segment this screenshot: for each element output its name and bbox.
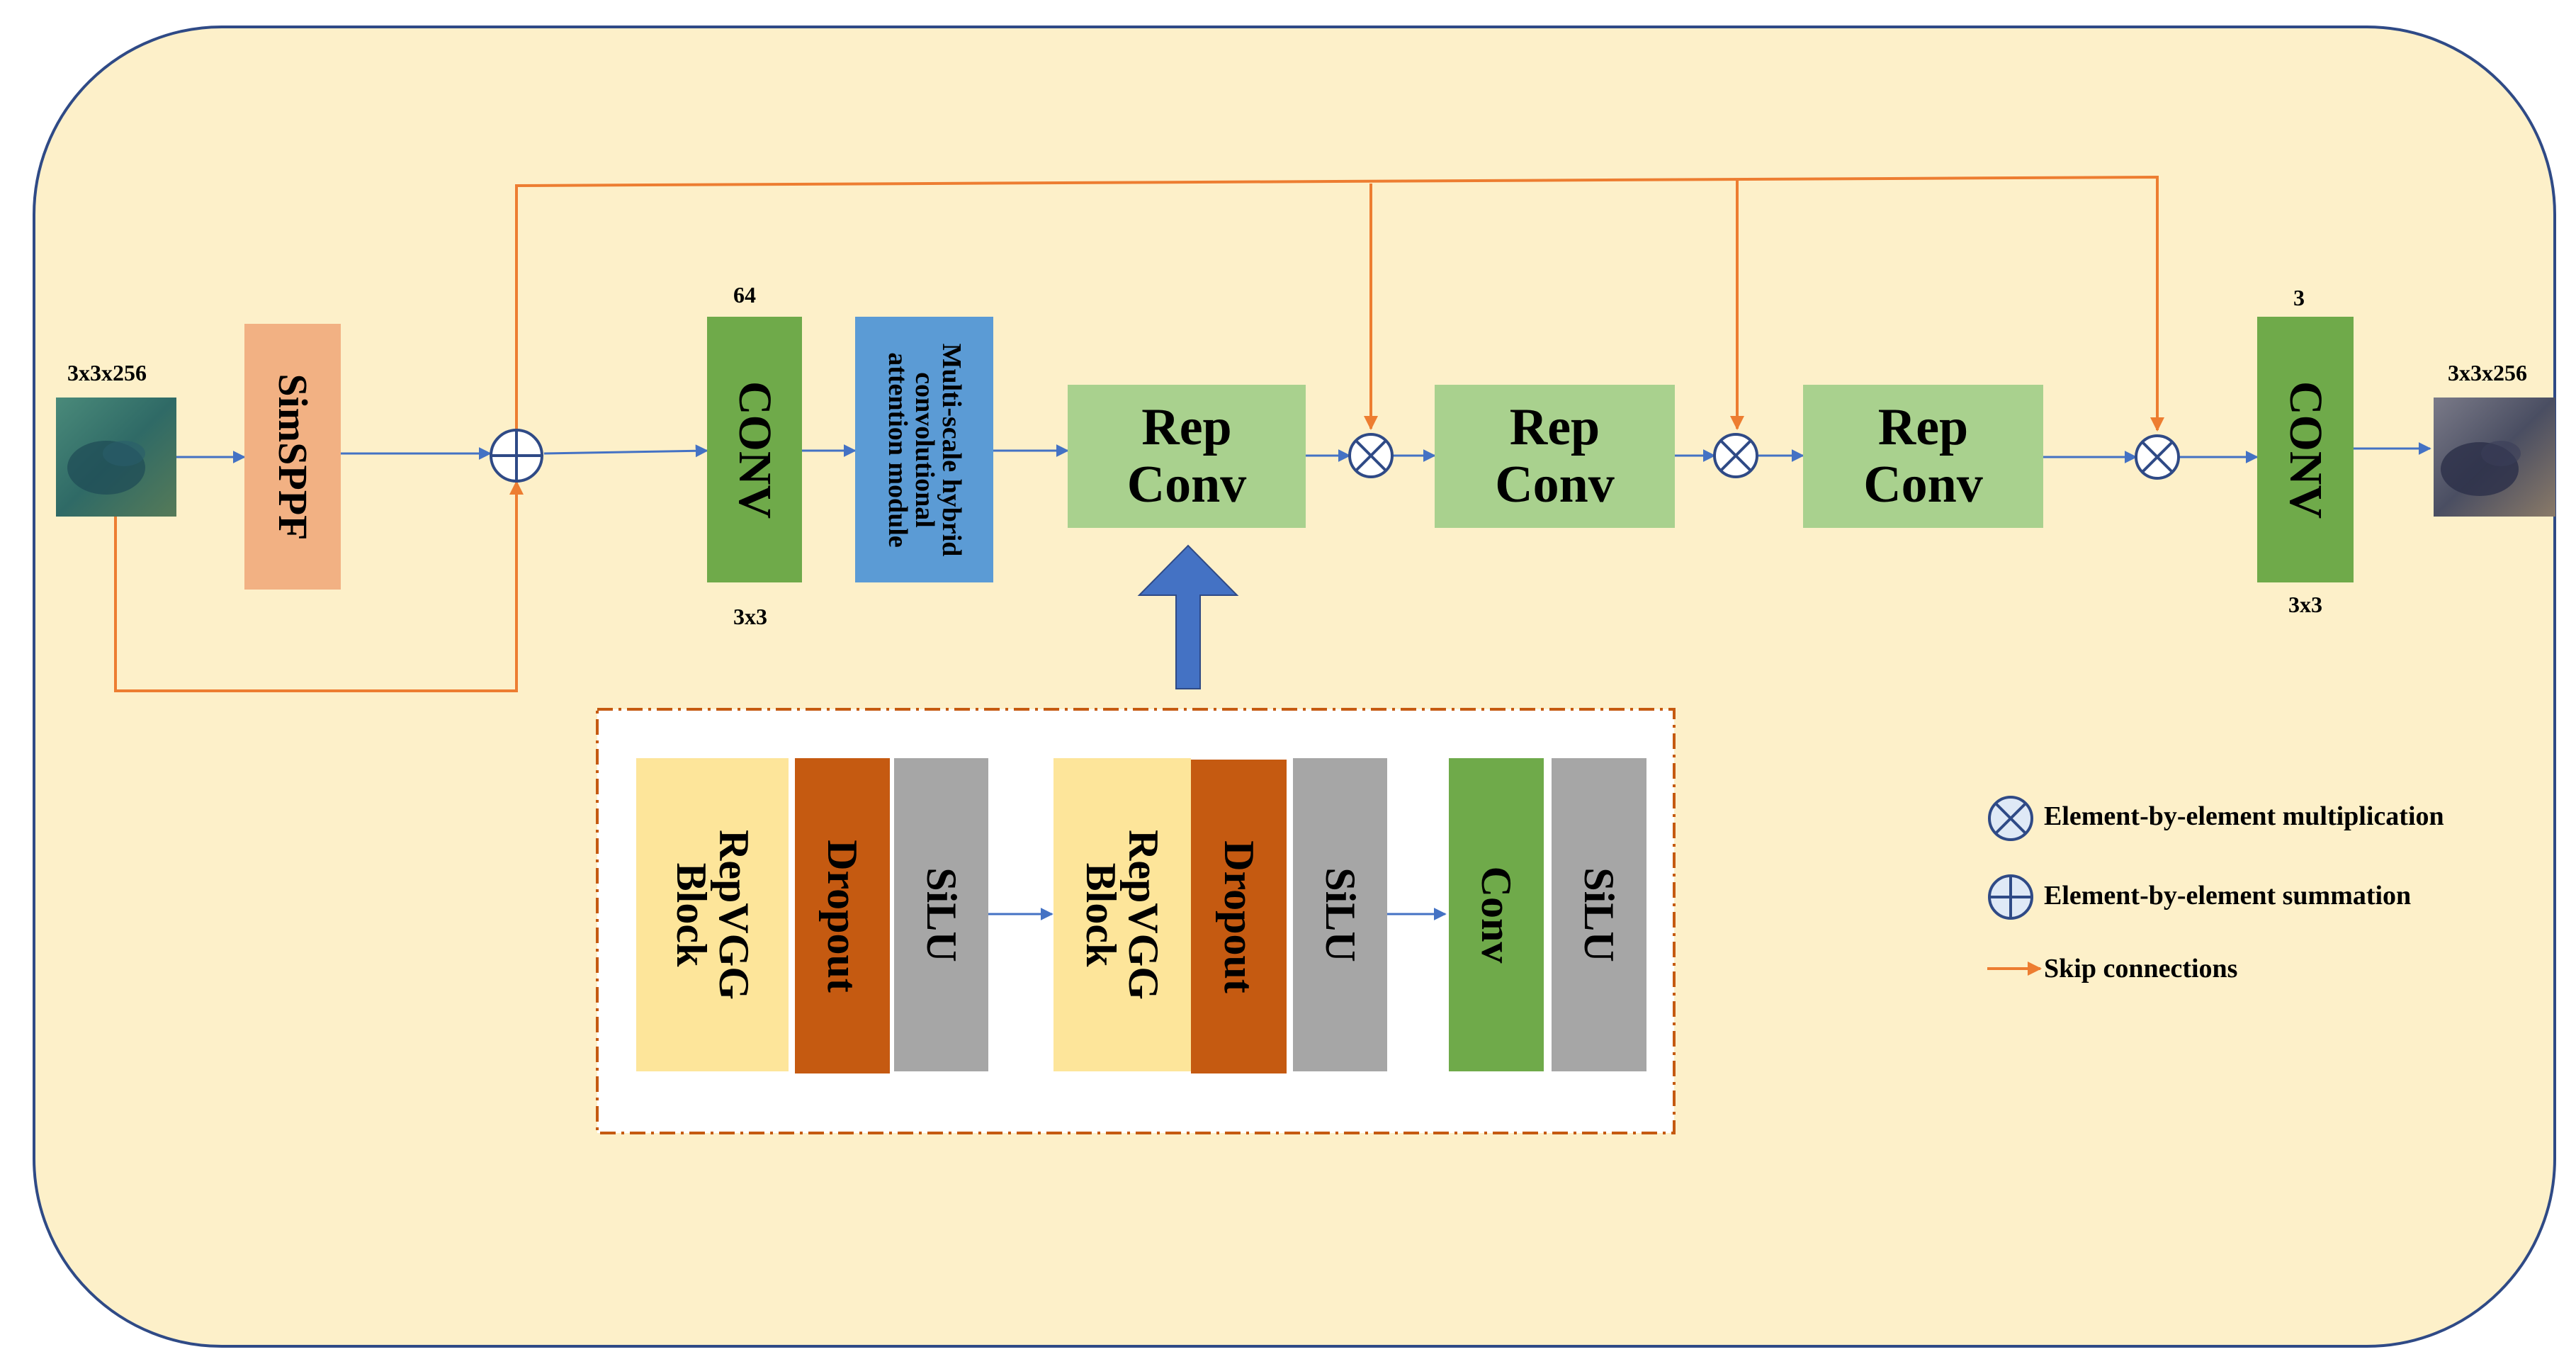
simsppf-block: SimSPPF [244, 324, 341, 590]
legend-multiplication-icon [1988, 796, 2033, 841]
repconv-block-1: Rep Conv [1068, 385, 1306, 528]
detail-silu-block-3: SiLU [1552, 758, 1646, 1071]
detail-silu-block-2: SiLU [1293, 758, 1387, 1071]
legend-skip-text: Skip connections [2044, 954, 2238, 983]
repconv-2-line2: Conv [1495, 456, 1615, 514]
detail-silu-block-1: SiLU [894, 758, 988, 1071]
conv2-label: CONV [2280, 381, 2332, 519]
repconv-2-line1: Rep [1509, 398, 1600, 456]
detail-repvgg-label-2: RepVGG Block [1078, 830, 1167, 1000]
conv2-bottom-label: 3x3 [2288, 592, 2322, 617]
detail-silu-label-3: SiLU [1576, 867, 1622, 962]
detail-dropout-block-1: Dropout [795, 758, 890, 1073]
conv1-top-label: 64 [733, 282, 756, 308]
input-dim-label: 3x3x256 [67, 360, 147, 385]
conv1-label: CONV [729, 381, 781, 519]
repconv-1-line2: Conv [1126, 456, 1247, 514]
simsppf-label: SimSPPF [270, 373, 316, 541]
output-dim-label: 3x3x256 [2448, 360, 2527, 385]
repconv-block-2: Rep Conv [1435, 385, 1675, 528]
summation-operator [490, 429, 543, 483]
detail-silu-label-2: SiLU [1316, 867, 1364, 962]
attention-label: Multi-scale hybrid convolutional attenti… [882, 343, 966, 556]
detail-conv-label: Conv [1473, 866, 1520, 964]
repconv-3-line2: Conv [1863, 456, 1983, 514]
detail-silu-label-1: SiLU [917, 867, 965, 962]
detail-conv-block: Conv [1449, 758, 1544, 1071]
legend-multiplication-text: Element-by-element multiplication [2044, 801, 2444, 831]
repconv-3-line1: Rep [1877, 398, 1969, 456]
main-frame [33, 26, 2556, 1348]
multiplication-operator-1 [1348, 433, 1394, 478]
attention-block: Multi-scale hybrid convolutional attenti… [855, 317, 993, 582]
multiplication-operator-3 [2135, 434, 2180, 480]
legend-summation-text: Element-by-element summation [2044, 881, 2412, 911]
repconv-block-3: Rep Conv [1803, 385, 2043, 528]
detail-dropout-label-2: Dropout [1215, 840, 1262, 993]
conv2-top-label: 3 [2293, 285, 2305, 310]
expand-arrow [1137, 544, 1239, 689]
detail-repvgg-block-1: RepVGG Block [636, 758, 789, 1071]
repconv-1-line1: Rep [1141, 398, 1232, 456]
multiplication-operator-2 [1713, 433, 1758, 478]
detail-dropout-block-2: Dropout [1191, 760, 1287, 1073]
detail-repvgg-block-2: RepVGG Block [1053, 758, 1191, 1071]
conv1-block: CONV [707, 317, 802, 582]
conv2-block: CONV [2257, 317, 2354, 582]
legend-summation-icon [1988, 874, 2033, 920]
detail-dropout-label-1: Dropout [819, 839, 866, 993]
detail-repvgg-label-1: RepVGG Block [667, 830, 757, 1000]
conv1-bottom-label: 3x3 [733, 604, 767, 629]
